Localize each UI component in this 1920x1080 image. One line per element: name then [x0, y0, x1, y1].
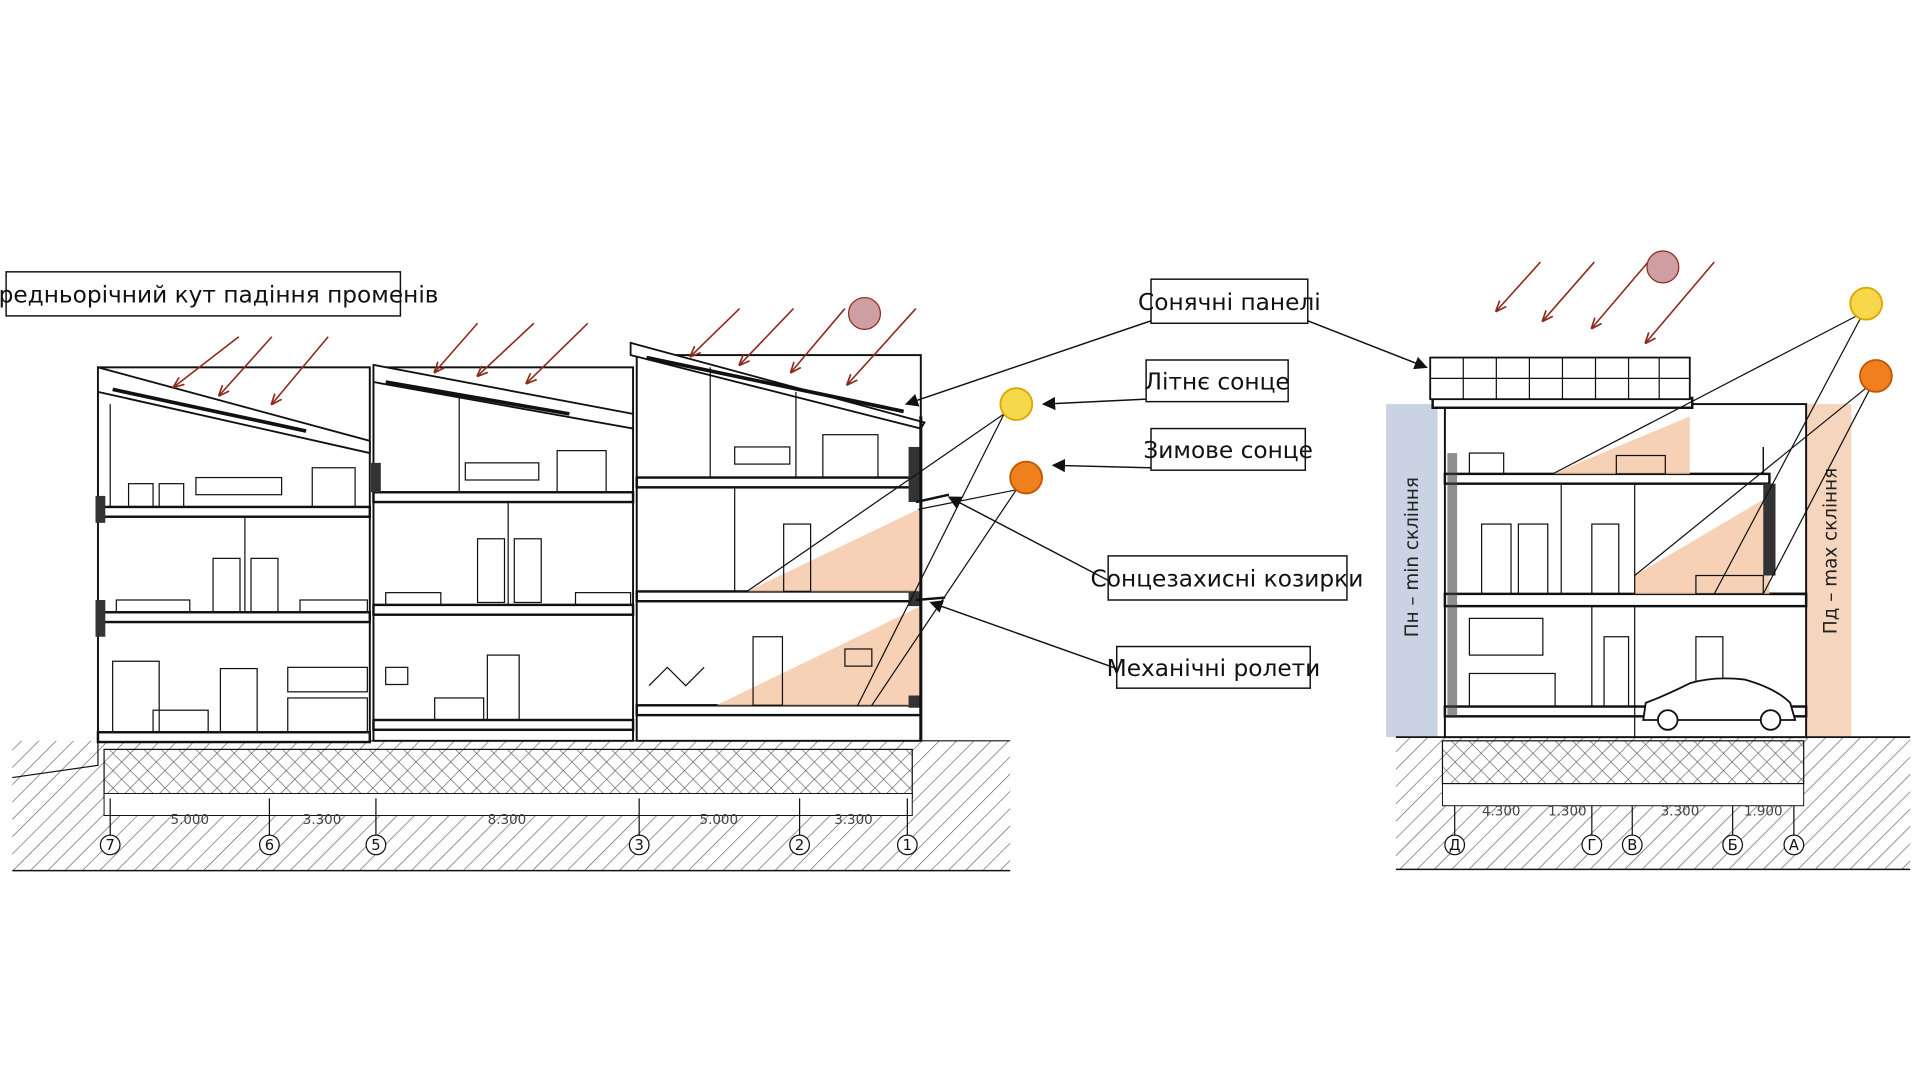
foundation-left [103, 748, 913, 799]
axis-label: А [1789, 837, 1799, 854]
axis-label: 1 [903, 837, 912, 854]
axis-label: 5 [371, 837, 380, 854]
sun-lines-right [1552, 286, 1893, 595]
unit-2 [371, 363, 635, 742]
dimension-label: 3.300 [834, 813, 873, 828]
unit-3 [629, 341, 950, 742]
dimension-strip-left [103, 792, 913, 816]
axis-label: 6 [265, 837, 274, 854]
callouts: Середньорічний кут падіння променів Соня… [0, 271, 1428, 689]
south-glazing-label: Пд – max скління [1821, 468, 1842, 634]
axis-label: В [1627, 837, 1637, 854]
avg-rays-left [174, 296, 917, 405]
mech-shutters-label: Механічні ролети [1107, 655, 1321, 682]
dimension-label: 3.300 [303, 813, 342, 828]
axis-label: 2 [795, 837, 804, 854]
summer-sun-box [1145, 359, 1289, 403]
axis-label: Б [1728, 837, 1738, 854]
avg-rays-right [1496, 250, 1715, 343]
axis-label: Г [1587, 837, 1596, 854]
dimension-label: 8.300 [488, 813, 527, 828]
solar-panel-unit-3 [646, 355, 905, 414]
solar-panel-unit-2 [385, 380, 570, 416]
dimension-label: 4.300 [1482, 805, 1521, 820]
axes-right: Д Г В Б А 4.300 1.300 3.300 1.900 [1444, 805, 1805, 856]
axis-label: 3 [635, 837, 644, 854]
mech-shutters-box [1116, 645, 1311, 689]
dimension-label: 5.000 [171, 813, 210, 828]
summer-sun-right [1849, 286, 1883, 321]
winter-sun-left [1009, 460, 1043, 495]
winter-sun-label: Зимове сонце [1143, 437, 1313, 464]
north-glazing-label: Пн – min скління [1402, 477, 1423, 637]
car-icon [1642, 677, 1797, 731]
avg-angle-box [5, 271, 402, 317]
left-section: 7 6 5 3 2 1 5.000 3.300 8.300 5.000 3.30… [12, 296, 1043, 872]
axes-left: 7 6 5 3 2 1 5.000 3.300 8.300 5.000 3.30… [99, 798, 918, 856]
unit-1 [95, 366, 372, 744]
south-glazing-band [1802, 404, 1852, 738]
sun-wedge-first-floor [1634, 495, 1770, 594]
winter-sun-right [1859, 359, 1893, 393]
sun-visors-label: Сонцезахисні козирки [1091, 566, 1364, 593]
right-section: Пн – min скління Пд – max скління [1386, 250, 1911, 871]
avg-sun-left [847, 296, 882, 330]
avg-angle-label: Середньорічний кут падіння променів [0, 281, 438, 308]
winter-sun-box [1150, 427, 1307, 471]
solar-panels-box [1150, 278, 1309, 324]
dimension-label: 5.000 [700, 813, 739, 828]
dimension-label: 1.300 [1548, 805, 1587, 820]
solar-panel-unit-1 [112, 387, 307, 433]
dimension-label: 1.900 [1744, 805, 1783, 820]
sun-visors-box [1107, 555, 1348, 601]
sun-lines-left [746, 387, 1043, 707]
dimension-label: 3.300 [1661, 805, 1700, 820]
summer-sun-label: Літнє сонце [1145, 368, 1290, 395]
solar-panel-array [1429, 356, 1691, 401]
axis-label: Д [1449, 837, 1460, 854]
axis-label: 7 [106, 837, 115, 854]
north-glazing-band [1386, 404, 1438, 738]
unit-2-walls [372, 366, 635, 742]
sun-wedge-roof [1552, 416, 1690, 474]
avg-sun-right [1646, 250, 1680, 284]
summer-sun-left [999, 387, 1034, 421]
solar-panels-label: Сонячні панелі [1138, 289, 1321, 316]
